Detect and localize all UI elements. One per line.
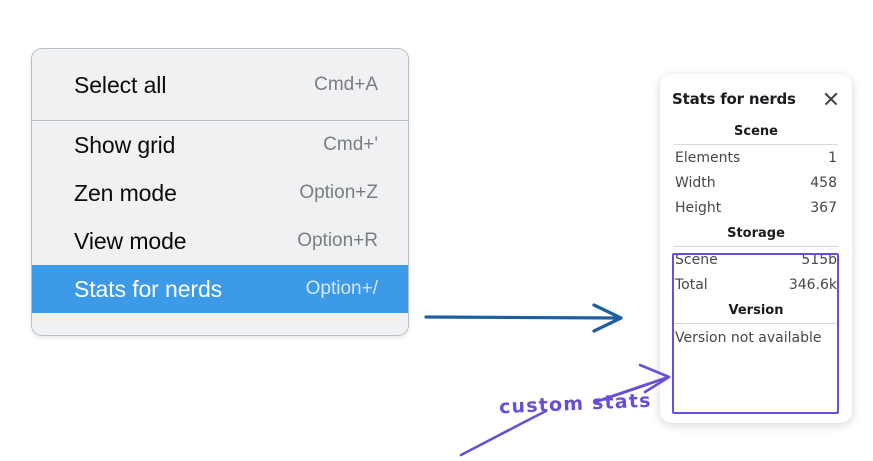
section-title-version: Version [728, 303, 784, 318]
menu-item-shortcut: Cmd+' [323, 134, 378, 155]
menu-item-zen-mode[interactable]: Zen mode Option+Z [32, 169, 408, 217]
menu-item-stats-for-nerds[interactable]: Stats for nerds Option+/ [32, 265, 408, 313]
stats-row: Height 367 [672, 195, 840, 220]
section-rule [674, 246, 838, 247]
menu-item-label: Show grid [74, 131, 176, 158]
menu-item-label: Select all [74, 71, 167, 98]
menu-divider [32, 120, 408, 121]
stats-row-label: Total [675, 277, 708, 293]
close-icon[interactable] [822, 90, 840, 108]
section-rule [674, 323, 838, 324]
menu-group-2: Show grid Cmd+' Zen mode Option+Z View m… [32, 121, 408, 335]
stats-panel-title: Stats for nerds [672, 90, 796, 108]
section-title-storage: Storage [727, 226, 785, 241]
stats-row-value: 346.6k [788, 277, 837, 293]
menu-item-label: View mode [74, 227, 187, 254]
version-value: Version not available [675, 330, 822, 346]
stats-row: Width 458 [672, 170, 840, 195]
stats-row-label: Elements [675, 150, 741, 166]
stats-row-label: Height [675, 200, 722, 216]
stats-row-label: Width [675, 175, 716, 191]
menu-bottom-padding [32, 313, 408, 335]
stats-row-value: 515b [801, 252, 837, 268]
menu-item-select-all[interactable]: Select all Cmd+A [32, 61, 408, 109]
stats-row: Scene 515b [672, 247, 840, 272]
stats-row-value: 1 [828, 150, 837, 166]
stats-row-value: 367 [810, 200, 837, 216]
custom-stats-annotation-label: custom stats [498, 389, 653, 419]
stats-row: Total 346.6k [672, 272, 840, 297]
menu-item-show-grid[interactable]: Show grid Cmd+' [32, 121, 408, 169]
stats-panel-header: Stats for nerds [672, 84, 840, 114]
stats-row-label: Scene [675, 252, 718, 268]
menu-group-1: Select all Cmd+A [32, 49, 408, 121]
section-rule [674, 144, 838, 145]
menu-item-view-mode[interactable]: View mode Option+R [32, 217, 408, 265]
menu-item-shortcut: Cmd+A [314, 74, 378, 95]
section-title-scene: Scene [734, 124, 778, 139]
stats-row: Elements 1 [672, 145, 840, 170]
menu-item-shortcut: Option+R [297, 230, 378, 251]
menu-item-label: Zen mode [74, 179, 177, 206]
menu-item-label: Stats for nerds [74, 275, 223, 302]
menu-item-shortcut: Option+Z [299, 182, 378, 203]
menu-item-shortcut: Option+/ [305, 278, 378, 299]
stats-row-value: 458 [810, 175, 837, 191]
stats-for-nerds-panel: Stats for nerds Scene Elements 1 Width 4… [660, 74, 852, 423]
menu-top-padding [32, 49, 408, 61]
context-menu[interactable]: Select all Cmd+A Show grid Cmd+' Zen mod… [31, 48, 409, 336]
blue-arrow-icon [424, 303, 623, 333]
